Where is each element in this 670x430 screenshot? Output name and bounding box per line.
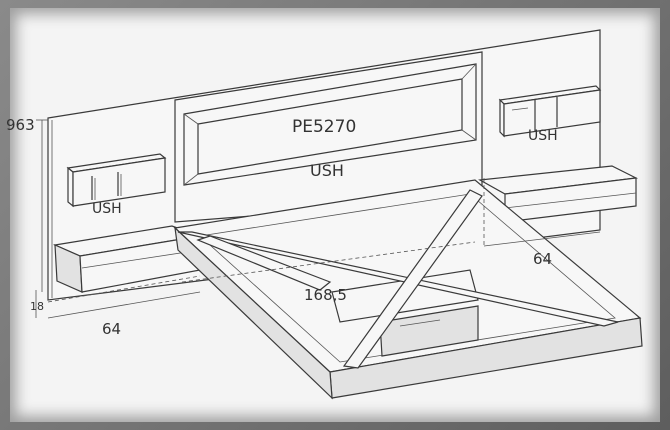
right-nightstand-drawer-line xyxy=(504,192,637,209)
width-dimension-line xyxy=(181,241,476,283)
right-depth-dimension-line xyxy=(483,231,601,247)
bed-frame-inner-rim xyxy=(199,193,616,363)
left-shelf-side xyxy=(67,166,74,208)
model-code-label: PE5270 xyxy=(292,117,356,137)
right-depth-label: 64 xyxy=(533,250,552,268)
bevel-br xyxy=(461,129,477,141)
right-shelf-inner xyxy=(511,107,529,111)
left-depth-extension xyxy=(47,275,201,303)
storage-drawer-handle xyxy=(399,319,441,327)
cross-slat-a xyxy=(177,231,619,327)
width-dimension-label: 168,5 xyxy=(304,286,347,304)
left-shelf-label: USH xyxy=(92,201,122,217)
bevel-tr xyxy=(461,63,477,80)
cross-slat-b xyxy=(342,189,483,369)
bed-base-side xyxy=(174,226,333,400)
height-dimension-label: 963 xyxy=(6,116,35,134)
left-depth-label: 64 xyxy=(102,320,121,338)
right-shelf-label: USH xyxy=(528,128,558,144)
storage-drawer-front xyxy=(379,305,479,357)
panel-label: USH xyxy=(310,161,344,180)
bevel-bl xyxy=(183,173,199,186)
cross-slat-c xyxy=(196,235,332,291)
bevel-tl xyxy=(183,113,199,125)
base-dimension-label: 18 xyxy=(30,300,44,313)
right-shelf-front xyxy=(503,89,601,137)
left-depth-dimension-line xyxy=(47,291,201,319)
left-shelf-front xyxy=(72,157,166,207)
